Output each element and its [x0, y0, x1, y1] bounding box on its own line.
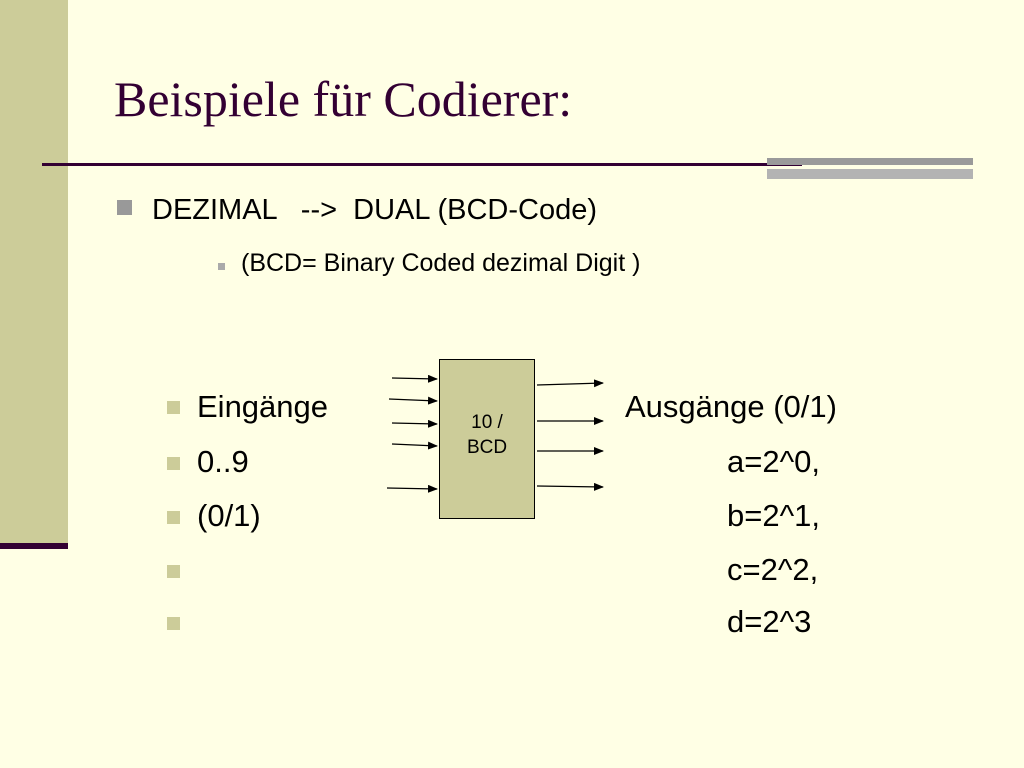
input-arrow: [388, 396, 438, 405]
divider-accent-top: [767, 158, 973, 165]
list-item: (0/1): [197, 498, 261, 533]
divider-accent-bottom: [767, 169, 973, 179]
output-item: b=2^1,: [727, 498, 820, 533]
output-arrow: [536, 379, 604, 388]
bullet-square-icon: [167, 565, 180, 578]
output-item: d=2^3: [727, 604, 812, 639]
input-arrow: [391, 419, 438, 428]
bullet-main-text: DEZIMAL --> DUAL (BCD-Code): [152, 194, 598, 226]
bullet-square-icon: [167, 401, 180, 414]
bullet-square-icon: [218, 263, 225, 270]
list-item: 0..9: [197, 444, 249, 479]
output-item: a=2^0,: [727, 444, 820, 479]
left-decor-band: [0, 0, 68, 548]
slide-title: Beispiele für Codierer:: [114, 71, 573, 127]
outputs-heading: Ausgänge (0/1): [625, 389, 837, 424]
title-divider: [42, 163, 802, 166]
list-item: Eingänge: [197, 389, 329, 424]
output-arrow: [536, 482, 604, 491]
input-arrow: [391, 441, 438, 450]
output-item: c=2^2,: [727, 552, 819, 587]
left-decor-accent: [0, 543, 68, 549]
bullet-square-icon: [167, 617, 180, 630]
bullet-sub-text: (BCD= Binary Coded dezimal Digit ): [241, 249, 641, 277]
bullet-square-icon: [117, 200, 132, 215]
input-arrow: [391, 374, 438, 383]
encoder-label: 10 / BCD: [466, 412, 508, 458]
encoder-box: [439, 359, 535, 519]
bullet-square-icon: [167, 457, 180, 470]
bullet-square-icon: [167, 511, 180, 524]
input-arrow: [386, 484, 438, 493]
